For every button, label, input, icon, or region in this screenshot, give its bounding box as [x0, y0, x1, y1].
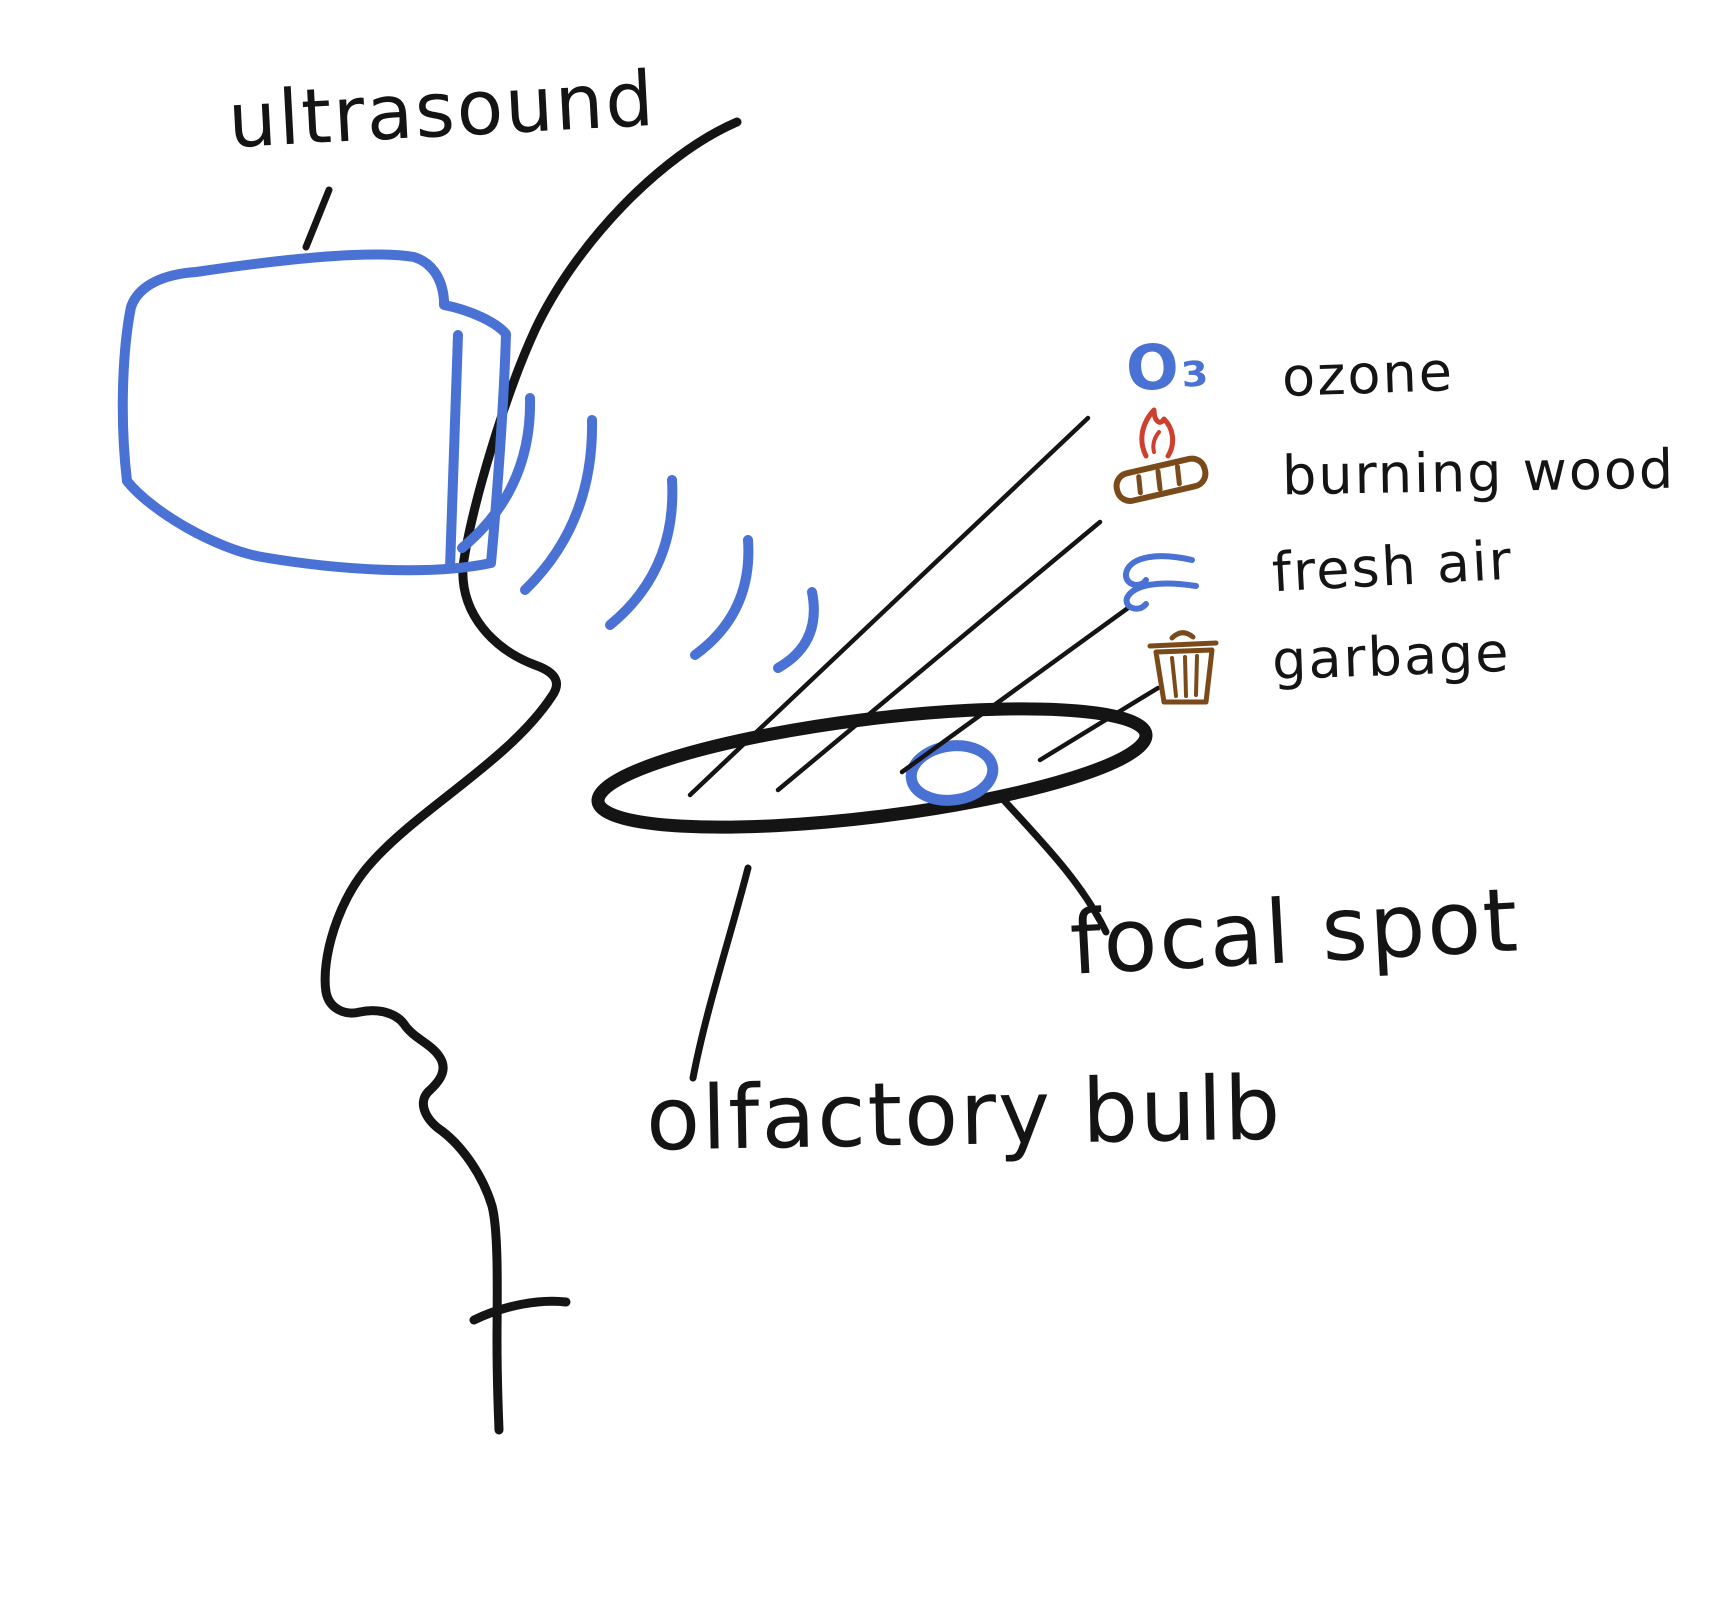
garbage-label: garbage [1270, 620, 1512, 693]
fresh-air-icon [1123, 553, 1199, 612]
ultrasound-waves-icon [457, 393, 819, 673]
ultrasound-label: ultrasound [225, 53, 658, 166]
ozone-label: ozone [1280, 340, 1455, 409]
burning-wood-icon [1113, 407, 1209, 504]
focal-spot-label: focal spot [1067, 868, 1522, 995]
smell-projection-lines [687, 415, 1161, 798]
garbage-icon [1147, 630, 1219, 705]
fresh-air-label: fresh air [1270, 528, 1515, 605]
ultrasound-pointer-line [302, 186, 333, 251]
focal-spot-circle [905, 740, 999, 806]
burning-wood-label: burning wood [1281, 437, 1676, 508]
olfactory-bulb-pointer-line [689, 864, 752, 1082]
head-outline [320, 117, 742, 1435]
olfactory-bulb-label: olfactory bulb [645, 1056, 1283, 1171]
focal-spot-pointer-line [996, 792, 1110, 936]
ozone-formula-label: O₃ [1123, 327, 1213, 406]
ultrasound-transducer [117, 249, 511, 576]
